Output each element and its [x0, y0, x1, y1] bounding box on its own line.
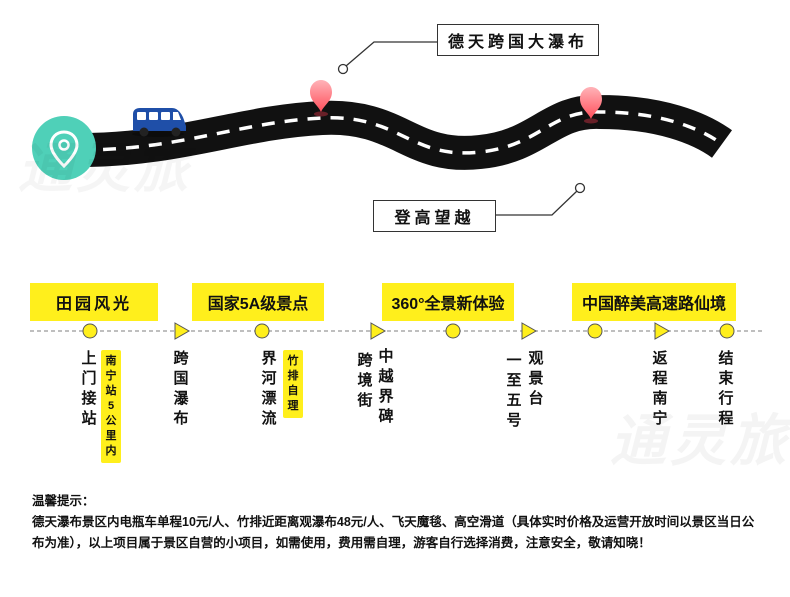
stop-end: 结束行程 — [718, 350, 734, 427]
stop-waterfall: 跨国瀑布 — [173, 350, 189, 427]
notice-body: 德天瀑布景区内电瓶车单程10元/人、竹排近距离观瀑布48元/人、飞天魔毯、高空滑… — [32, 515, 755, 550]
stop-viewing: 观景台 — [528, 350, 544, 407]
start-location-marker — [32, 116, 96, 180]
stop-pickup-tag: 南宁站5公里内 — [101, 350, 121, 463]
banner-highway: 中国醉美高速路仙境 — [572, 283, 736, 321]
stop-drift-tag: 竹排自理 — [283, 350, 303, 418]
road-dashes — [79, 110, 724, 155]
banner-panorama: 360°全景新体验 — [382, 283, 514, 321]
triangle-node-icon — [521, 322, 538, 340]
map-pin-icon — [310, 80, 332, 117]
location-pin-icon — [49, 130, 79, 169]
circle-node-icon — [82, 323, 98, 339]
circle-node-icon — [445, 323, 461, 339]
route-road-illustration — [32, 41, 732, 216]
stop-no-one: 一至五号 — [506, 352, 522, 429]
stop-drift: 界河漂流 — [261, 350, 277, 427]
callout-leader-top — [337, 41, 437, 75]
van-icon — [132, 108, 186, 137]
circle-node-icon — [587, 323, 603, 339]
callout-leader-bottom — [496, 182, 586, 216]
triangle-node-icon — [174, 322, 191, 340]
callout-viewpoint: 登高望越 — [373, 200, 496, 232]
banner-pastoral: 田园风光 — [30, 283, 158, 321]
timeline — [30, 322, 762, 340]
callout-waterfall: 德天跨国大瀑布 — [437, 24, 599, 56]
stop-return: 返程南宁 — [652, 350, 668, 427]
map-pin-icon — [580, 87, 602, 124]
watermark-left: 通灵旅 — [18, 124, 192, 203]
stop-monument: 中越界碑 — [378, 348, 394, 425]
triangle-node-icon — [370, 322, 387, 340]
notice: 温馨提示： 德天瀑布景区内电瓶车单程10元/人、竹排近距离观瀑布48元/人、飞天… — [32, 491, 762, 554]
stop-border-street: 跨境街 — [357, 352, 373, 409]
circle-node-icon — [254, 323, 270, 339]
banner-5a-scenic: 国家5A级景点 — [192, 283, 324, 321]
stop-pickup: 上门接站 — [81, 350, 97, 427]
watermark-right: 通灵旅 — [610, 396, 790, 477]
triangle-node-icon — [654, 322, 671, 340]
notice-title: 温馨提示： — [32, 494, 95, 508]
circle-node-icon — [719, 323, 735, 339]
